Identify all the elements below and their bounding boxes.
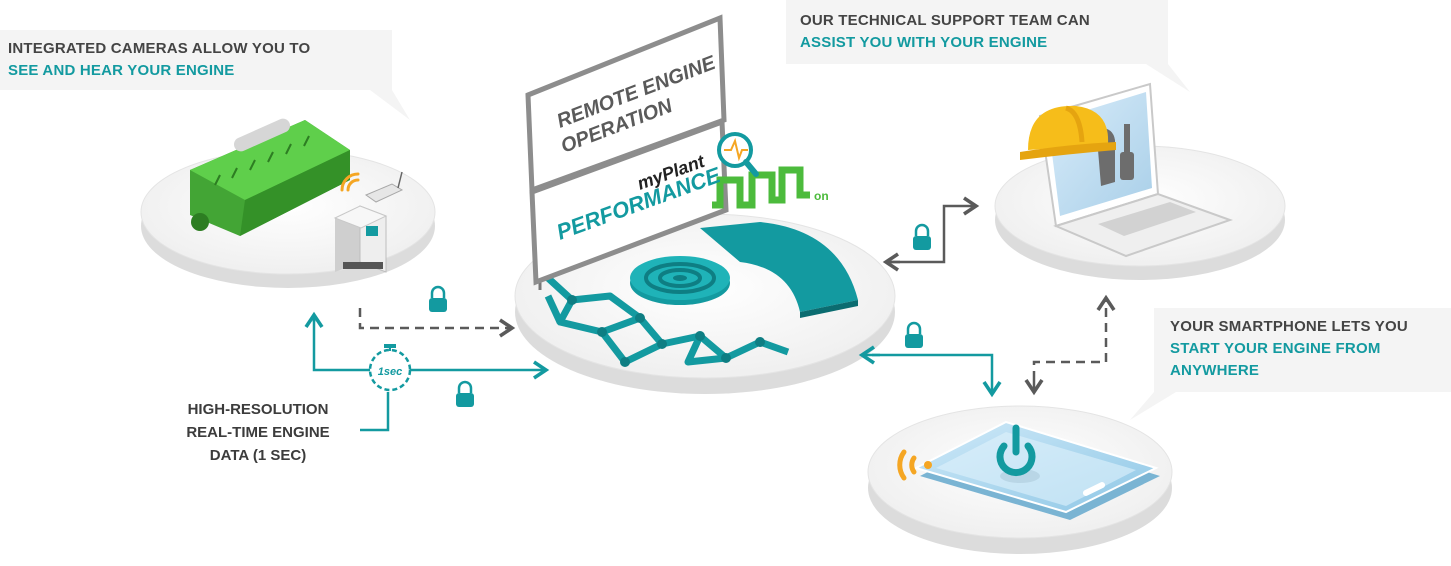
data-caption: HIGH-RESOLUTION REAL-TIME ENGINE DATA (1… (160, 398, 356, 467)
wireless-signal-icon (340, 172, 360, 192)
wireless-signal-icon (897, 449, 932, 481)
callout-support: OUR TECHNICAL SUPPORT TEAM CAN ASSIST YO… (800, 10, 1090, 54)
connector-hub-smartphone (858, 345, 1002, 398)
network-mesh-nodes (567, 295, 765, 367)
engine-icon (190, 118, 350, 236)
timer-label: 1sec (378, 366, 402, 378)
signal-arc-icon (700, 222, 858, 318)
power-icon (996, 424, 1040, 483)
data-caption-line3: DATA (1 SEC) (209, 447, 307, 464)
callout-smartphone-line3: ANYWHERE (1170, 362, 1260, 379)
connector-timer-caption (360, 392, 390, 432)
screwdriver-icon (1120, 124, 1134, 180)
on-label: on (814, 189, 829, 203)
callout-support-bubble (786, 0, 1190, 92)
connector-hub-support (882, 196, 980, 272)
on-pulse-icon (712, 166, 810, 209)
hard-hat-icon (1020, 105, 1116, 160)
callout-cameras-line1: INTEGRATED CAMERAS ALLOW YOU TO (8, 40, 311, 57)
callout-smartphone-line1: YOUR SMARTPHONE LETS YOU (1170, 318, 1408, 335)
callout-cameras-bubble (0, 30, 410, 120)
data-caption-line1: HIGH-RESOLUTION (187, 401, 329, 418)
smartphone-icon (913, 420, 1160, 520)
data-caption-line2: REAL-TIME ENGINE (186, 424, 330, 441)
magnifier-icon (717, 132, 759, 177)
connector-smartphone-support (1024, 294, 1116, 396)
connector-engine-camera-feed (358, 308, 516, 338)
control-cabinet-icon (333, 205, 388, 273)
callout-cameras-line2: SEE AND HEAR YOUR ENGINE (8, 62, 235, 79)
callout-cameras: INTEGRATED CAMERAS ALLOW YOU TO SEE AND … (8, 38, 310, 82)
padlock-icon (456, 380, 474, 407)
callout-support-line2: ASSIST YOU WITH YOUR ENGINE (800, 34, 1048, 51)
camera-icon (364, 171, 404, 203)
performance-sign (529, 118, 729, 290)
wifi-ring-icon (630, 256, 730, 305)
padlock-icon (429, 285, 447, 312)
callout-smartphone-line2: START YOUR ENGINE FROM (1170, 340, 1381, 357)
callout-support-line1: OUR TECHNICAL SUPPORT TEAM CAN (800, 12, 1090, 29)
callout-smartphone: YOUR SMARTPHONE LETS YOU START YOUR ENGI… (1170, 316, 1408, 382)
padlock-icon (913, 223, 931, 250)
padlock-icon (905, 321, 923, 348)
connector-engine-data (304, 311, 550, 380)
stopwatch-icon (368, 344, 412, 392)
callout-smartphone-bubble (1130, 308, 1451, 420)
